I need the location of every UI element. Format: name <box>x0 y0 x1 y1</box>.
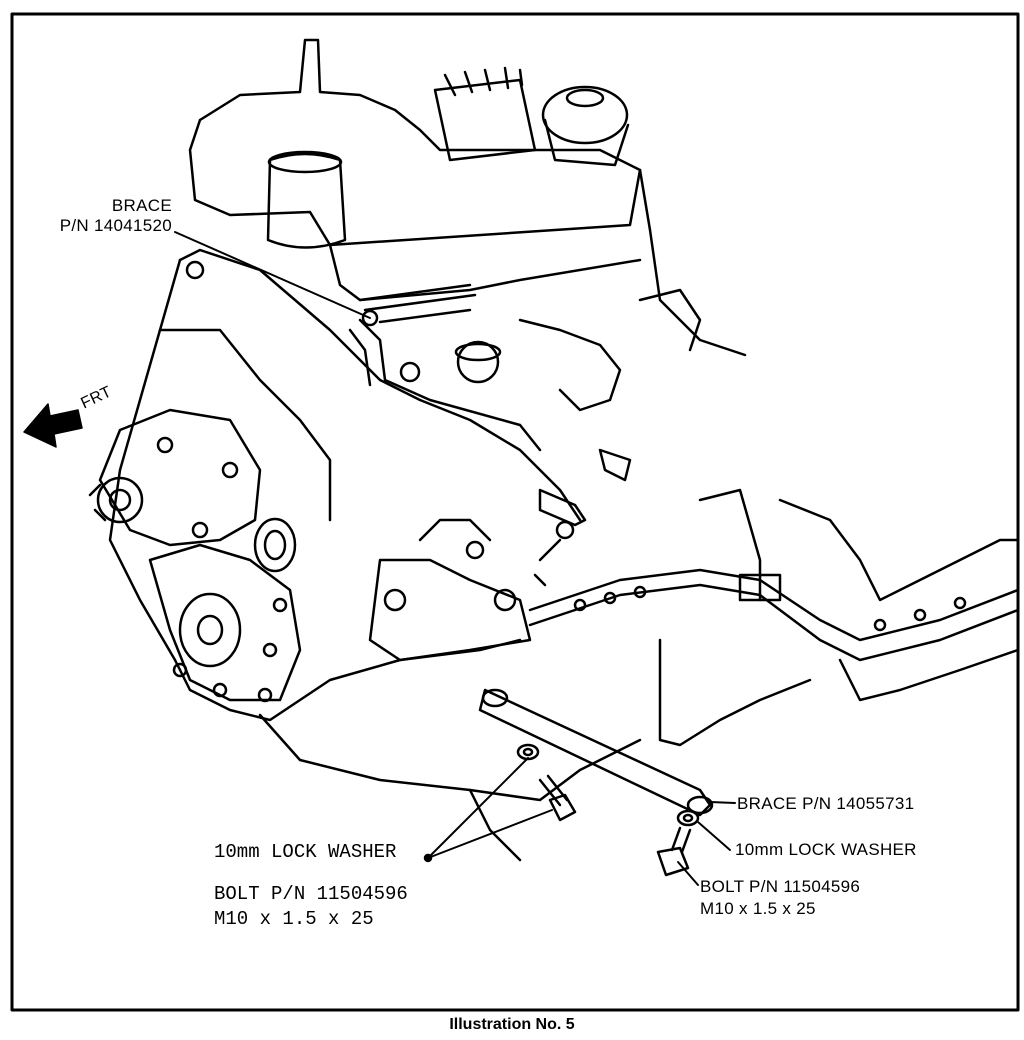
left-bolt-label-line1: BOLT P/N 11504596 <box>214 883 408 905</box>
frame-crossmember <box>528 488 1020 747</box>
upper-brace-label-line1: BRACE <box>111 196 172 215</box>
leader-right-bolt <box>677 861 699 886</box>
right-lock-washer-label: 10mm LOCK WASHER <box>735 840 917 859</box>
leader-lower-brace <box>709 801 736 804</box>
right-bolt-label-line1: BOLT P/N 11504596 <box>700 877 861 896</box>
left-washer <box>516 743 540 761</box>
figure-caption: Illustration No. 5 <box>449 1016 575 1033</box>
upper-brace <box>348 318 542 452</box>
leader-junction-dot <box>423 853 433 863</box>
engine-block <box>108 38 747 722</box>
motor-mount <box>368 488 587 662</box>
lower-brace-label: BRACE P/N 14055731 <box>737 794 915 813</box>
right-washer <box>676 809 700 827</box>
leader-upper-brace <box>174 231 371 319</box>
left-bolt <box>538 774 577 822</box>
left-bolt-label-line2: M10 x 1.5 x 25 <box>214 908 374 930</box>
leader-left-washer <box>427 757 529 859</box>
water-pump <box>88 408 302 703</box>
oil-pan <box>258 713 642 862</box>
right-bolt-label-line2: M10 x 1.5 x 25 <box>700 899 816 918</box>
leader-lines <box>174 231 736 886</box>
right-bolt <box>656 826 692 877</box>
front-direction-arrow <box>23 403 83 448</box>
figure-frame <box>10 12 1020 1012</box>
lower-brace <box>478 688 714 817</box>
upper-brace-label-line2: P/N 14041520 <box>59 216 172 235</box>
leader-right-washer <box>697 821 731 851</box>
left-lock-washer-label: 10mm LOCK WASHER <box>214 841 397 863</box>
leader-left-bolt <box>427 809 553 859</box>
